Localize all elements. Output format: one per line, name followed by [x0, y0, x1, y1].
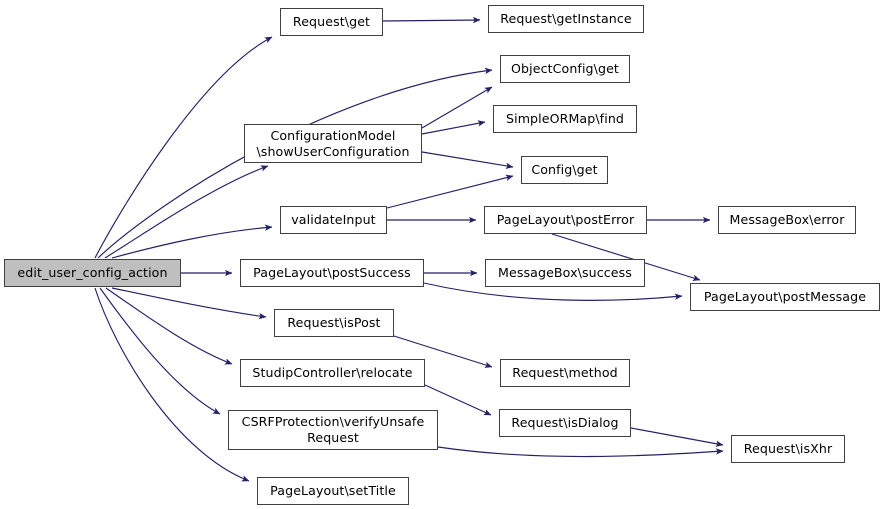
graph-node-request_isxhr[interactable]: Request\isXhr: [731, 435, 845, 463]
edge-edit_user_config_action-to-csrfprotection_verifyunsaferequest: [99, 287, 221, 415]
graph-node-simpleormap_find[interactable]: SimpleORMap\find: [493, 105, 637, 133]
graph-node-messagebox_success[interactable]: MessageBox\success: [485, 259, 645, 287]
graph-node-pagelayout_postsuccess[interactable]: PageLayout\postSuccess: [240, 259, 424, 287]
edge-request_get-to-request_getinstance: [382, 16, 481, 24]
graph-node-configurationmodel_showuserconfiguration[interactable]: ConfigurationModel \showUserConfiguratio…: [244, 124, 422, 163]
graph-node-objectconfig_get[interactable]: ObjectConfig\get: [500, 55, 630, 83]
graph-node-request_isdialog[interactable]: Request\isDialog: [499, 409, 631, 437]
edge-edit_user_config_action-to-request_ispost: [111, 287, 267, 320]
graph-node-pagelayout_postmessage[interactable]: PageLayout\postMessage: [690, 283, 880, 311]
edge-configurationmodel_showuserconfiguration-to-config_get: [421, 151, 514, 170]
edge-edit_user_config_action-to-pagelayout_settitle: [94, 287, 250, 482]
graph-node-pagelayout_settitle[interactable]: PageLayout\setTitle: [257, 477, 409, 505]
edge-request_isdialog-to-request_isxhr: [630, 427, 724, 447]
edge-configurationmodel_showuserconfiguration-to-objectconfig_get: [421, 86, 493, 129]
graph-node-edit_user_config_action[interactable]: edit_user_config_action: [4, 259, 181, 287]
graph-node-csrfprotection_verifyunsaferequest[interactable]: CSRFProtection\verifyUnsafe Request: [228, 410, 438, 450]
graph-node-request_get[interactable]: Request\get: [280, 8, 383, 36]
graph-node-validateinput[interactable]: validateInput: [280, 206, 387, 234]
edge-validateinput-to-config_get: [386, 174, 514, 209]
edge-edit_user_config_action-to-configurationmodel_showuserconfiguration: [104, 165, 269, 259]
graph-node-studipcontroller_relocate[interactable]: StudipController\relocate: [240, 359, 425, 387]
edge-edit_user_config_action-to-studipcontroller_relocate: [105, 287, 233, 365]
edge-edit_user_config_action-to-validateinput: [111, 224, 273, 259]
graph-node-request_ispost[interactable]: Request\isPost: [274, 309, 394, 337]
graph-node-config_get[interactable]: Config\get: [521, 156, 608, 184]
edge-configurationmodel_showuserconfiguration-to-simpleormap_find: [421, 120, 486, 135]
graph-node-pagelayout_posterror[interactable]: PageLayout\postError: [484, 206, 647, 234]
edge-csrfprotection_verifyunsaferequest-to-request_isxhr: [437, 446, 724, 458]
graph-node-request_method[interactable]: Request\method: [500, 359, 630, 387]
graph-node-request_getinstance[interactable]: Request\getInstance: [488, 5, 644, 33]
graph-node-messagebox_error[interactable]: MessageBox\error: [718, 206, 856, 234]
